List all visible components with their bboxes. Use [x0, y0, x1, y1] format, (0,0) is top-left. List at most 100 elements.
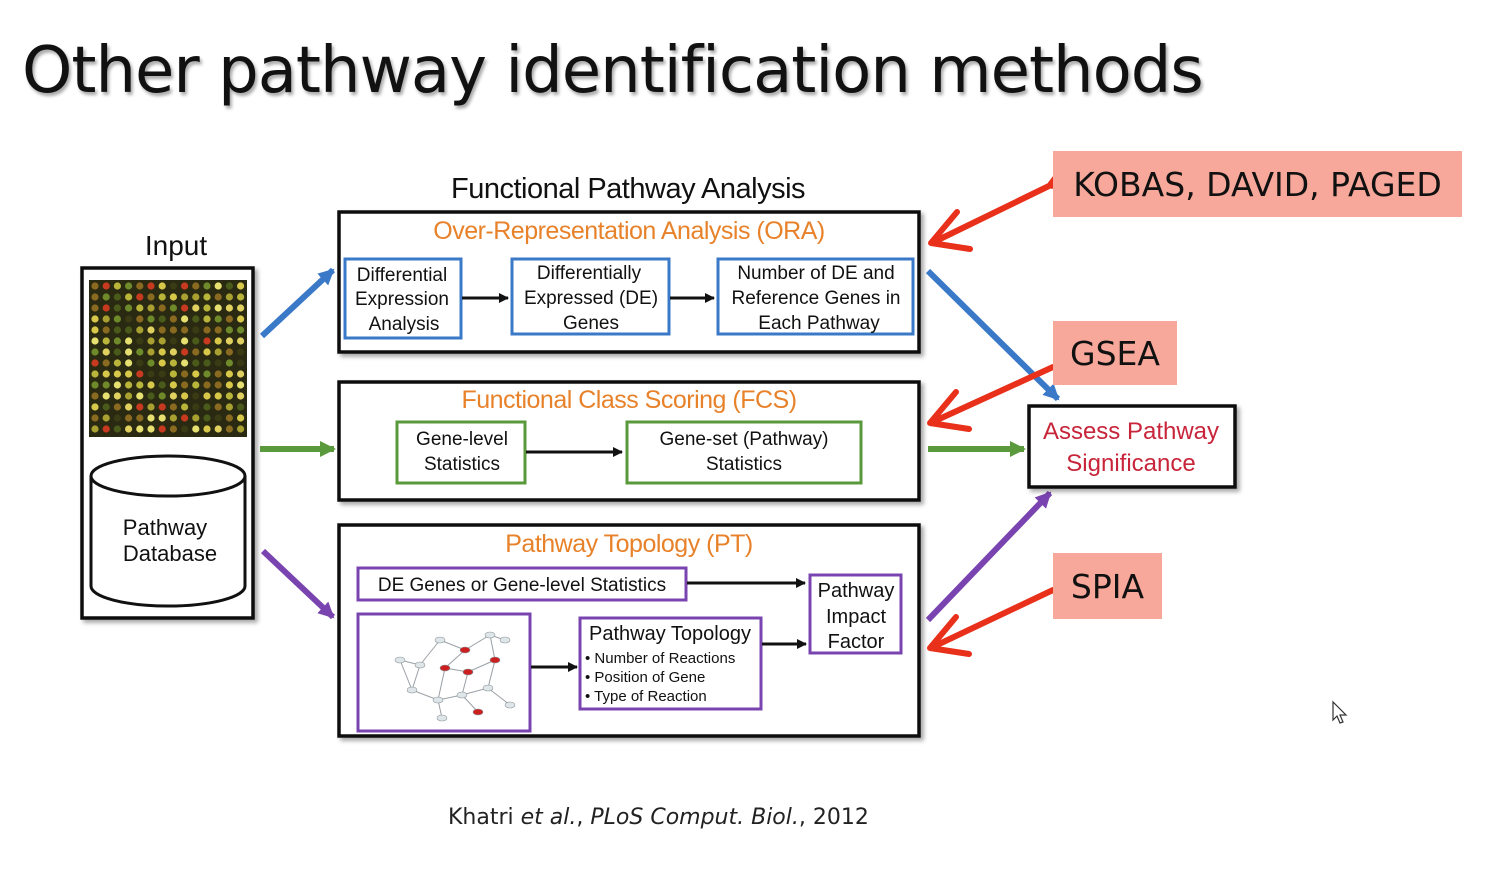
- network-edge: [461, 671, 469, 696]
- ora-output-arrow: [925, 268, 1061, 402]
- microarray-dot: [192, 348, 200, 356]
- microarray-dot: [113, 304, 121, 312]
- microarray-dot: [203, 326, 211, 334]
- microarray-dot: [237, 348, 245, 356]
- red-arrowheads: [927, 209, 973, 657]
- microarray-dot: [237, 315, 245, 323]
- microarray-dot: [214, 304, 222, 312]
- microarray-dot: [113, 337, 121, 345]
- microarray-dot: [113, 414, 121, 422]
- microarray-dot: [91, 392, 99, 400]
- fcs-box2-line1: Gene-set (Pathway): [660, 429, 829, 450]
- microarray-dot: [113, 381, 121, 389]
- microarray-image: [89, 280, 247, 437]
- microarray-dot: [136, 282, 144, 290]
- microarray-dot: [136, 348, 144, 356]
- microarray-dot: [158, 326, 166, 334]
- microarray-dot: [237, 392, 245, 400]
- microarray-dot: [158, 337, 166, 345]
- microarray-dot: [158, 293, 166, 301]
- microarray-dot: [125, 425, 133, 433]
- microarray-dot: [147, 315, 155, 323]
- microarray-dot: [136, 392, 144, 400]
- assess-line1: Assess Pathway: [1043, 418, 1219, 445]
- microarray-dot: [203, 337, 211, 345]
- microarray-dot: [91, 304, 99, 312]
- input-label: Input: [145, 230, 207, 261]
- citation-sep: ,: [576, 805, 591, 830]
- network-node: [472, 708, 484, 716]
- microarray-dot: [113, 326, 121, 334]
- microarray-dot: [214, 414, 222, 422]
- microarray-dot: [169, 282, 177, 290]
- ora-box2-line2: Expressed (DE): [524, 288, 658, 309]
- network-node: [432, 696, 444, 704]
- pt-impact-line2: Impact: [826, 606, 886, 628]
- pt-topology-box: [578, 616, 763, 711]
- microarray-dot: [181, 381, 189, 389]
- microarray-dot: [192, 425, 200, 433]
- microarray-dot: [181, 370, 189, 378]
- microarray-dot: [192, 326, 200, 334]
- microarray-dot: [225, 381, 233, 389]
- ora-box2-line1: Differentially: [537, 263, 642, 284]
- ora-box3-line1: Number of DE and: [737, 263, 894, 284]
- microarray-dot: [225, 315, 233, 323]
- microarray-dot: [169, 370, 177, 378]
- microarray-dot: [125, 315, 133, 323]
- microarray-dot: [147, 425, 155, 433]
- microarray-dot: [125, 293, 133, 301]
- network-node: [484, 631, 496, 639]
- fcs-tools-label: GSEA: [1070, 333, 1160, 373]
- microarray-dot: [203, 359, 211, 367]
- fcs-box1-line2: Statistics: [424, 454, 500, 475]
- microarray-dot: [169, 293, 177, 301]
- microarray-dot: [181, 282, 189, 290]
- microarray-dot: [214, 326, 222, 334]
- mouse-cursor-icon: [1332, 700, 1348, 724]
- microarray-dot: [225, 326, 233, 334]
- microarray-dot: [203, 348, 211, 356]
- microarray-dot: [91, 315, 99, 323]
- database-label-line2: Database: [123, 541, 217, 566]
- microarray-dot: [203, 293, 211, 301]
- microarray-dot: [136, 315, 144, 323]
- citation-year: , 2012: [798, 805, 869, 830]
- microarray-dot: [102, 326, 110, 334]
- microarray-dot: [169, 403, 177, 411]
- assess-significance-box: [1027, 404, 1237, 489]
- microarray-dot: [203, 304, 211, 312]
- assess-line2: Significance: [1066, 450, 1195, 477]
- microarray-dot: [203, 403, 211, 411]
- microarray-dot: [181, 293, 189, 301]
- ora-box3-line3: Each Pathway: [758, 313, 880, 334]
- microarray-dot: [102, 315, 110, 323]
- microarray-dot: [113, 282, 121, 290]
- network-node: [459, 646, 471, 654]
- microarray-dot: [125, 348, 133, 356]
- microarray-dot: [136, 370, 144, 378]
- microarray-dot: [113, 293, 121, 301]
- microarray-dot: [192, 304, 200, 312]
- microarray-dot: [125, 403, 133, 411]
- microarray-dots: [91, 282, 245, 433]
- microarray-dot: [225, 414, 233, 422]
- microarray-dot: [225, 359, 233, 367]
- network-node: [436, 714, 448, 722]
- microarray-dot: [214, 392, 222, 400]
- microarray-dot: [136, 337, 144, 345]
- microarray-dot: [136, 359, 144, 367]
- microarray-dot: [237, 337, 245, 345]
- fcs-title: Functional Class Scoring (FCS): [461, 386, 796, 414]
- microarray-dot: [102, 425, 110, 433]
- pt-output-arrow: [925, 490, 1053, 623]
- microarray-dot: [181, 392, 189, 400]
- microarray-dot: [203, 381, 211, 389]
- microarray-dot: [91, 370, 99, 378]
- network-edge: [489, 634, 496, 661]
- ora-de-genes-box: [510, 257, 671, 336]
- network-node: [499, 636, 511, 644]
- microarray-dot: [91, 403, 99, 411]
- microarray-dot: [181, 403, 189, 411]
- microarray-dot: [169, 392, 177, 400]
